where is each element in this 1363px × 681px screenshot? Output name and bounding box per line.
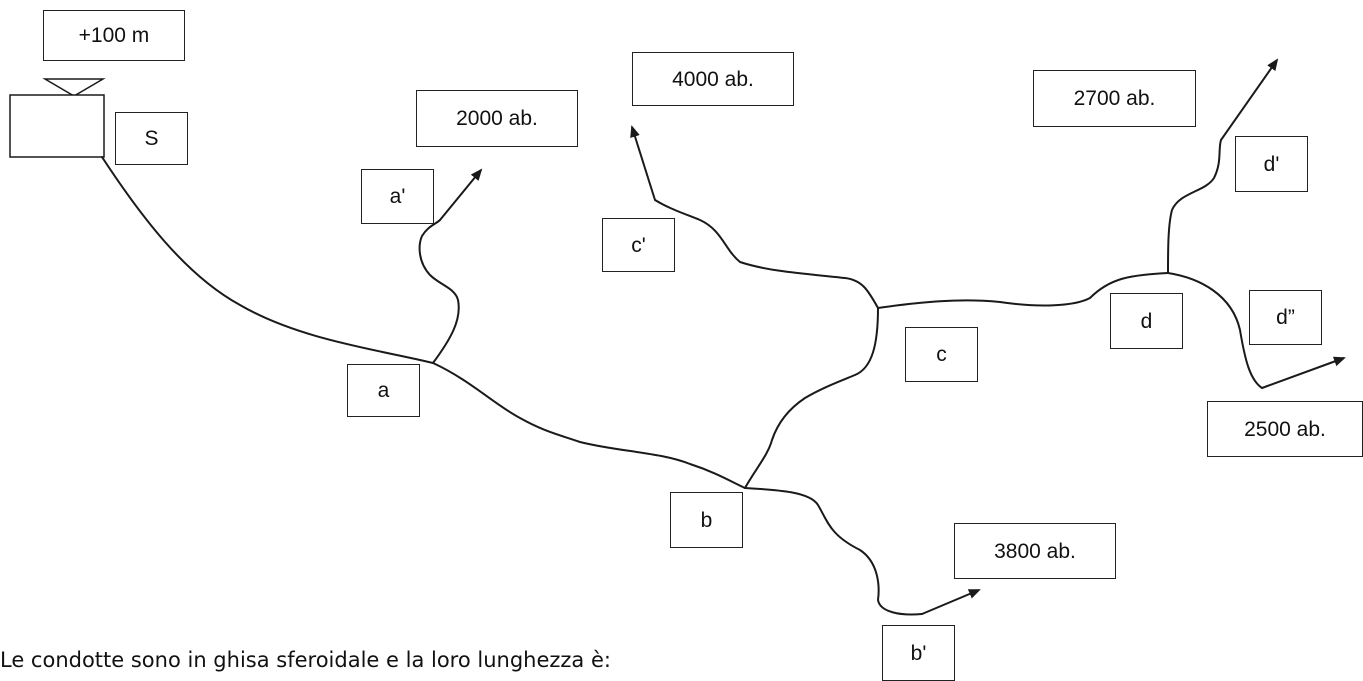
- pipe-a-aprime: [418, 219, 460, 364]
- branch-ddoubleprime-label: d”: [1249, 290, 1322, 345]
- arrow-aprime: [439, 168, 483, 221]
- demand-dprime: 2700 ab.: [1033, 70, 1196, 127]
- demand-aprime: 2000 ab.: [416, 90, 578, 147]
- branch-dprime-label: d': [1235, 136, 1308, 192]
- branch-cprime-label: c': [602, 218, 675, 272]
- arrow-bprime: [921, 589, 981, 615]
- pipe-a-b: [432, 362, 746, 489]
- arrow-cprime: [630, 125, 656, 201]
- reservoir-elevation-label: +100 m: [43, 10, 185, 61]
- node-a-label: a: [347, 364, 420, 417]
- demand-bprime: 3800 ab.: [954, 523, 1116, 579]
- reservoir-tank: [9, 94, 105, 158]
- pipe-c-cprime: [654, 199, 879, 309]
- branch-bprime-label: b': [882, 625, 955, 681]
- node-c-label: c: [905, 327, 978, 382]
- reservoir-name-label: S: [115, 112, 188, 165]
- caption-text: Le condotte sono in ghisa sferoidale e l…: [0, 648, 611, 672]
- pipe-s-a: [101, 156, 434, 364]
- pipe-d-ddoubleprime: [1167, 272, 1263, 389]
- demand-ddoubleprime: 2500 ab.: [1207, 401, 1363, 457]
- arrow-ddoubleprime: [1261, 356, 1346, 389]
- demand-cprime: 4000 ab.: [632, 52, 794, 106]
- branch-aprime-label: a': [361, 169, 434, 224]
- pipe-b-c: [744, 307, 879, 489]
- water-level-triangle: [42, 78, 106, 97]
- pipe-b-bprime: [744, 487, 923, 616]
- node-b-label: b: [670, 492, 743, 548]
- node-d-label: d: [1110, 293, 1183, 349]
- pipe-d-dprime: [1167, 139, 1222, 274]
- arrow-dprime: [1220, 58, 1279, 141]
- pipe-c-d: [877, 272, 1169, 309]
